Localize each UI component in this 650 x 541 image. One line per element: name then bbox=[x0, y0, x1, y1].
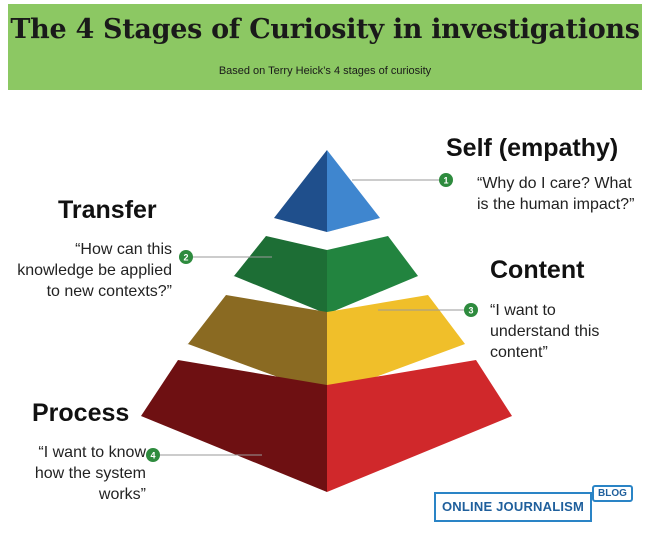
tier-3-left-face bbox=[188, 295, 327, 395]
page-subtitle: Based on Terry Heick’s 4 stages of curio… bbox=[218, 65, 432, 77]
tier-3-right-face bbox=[327, 295, 465, 395]
svg-text:2: 2 bbox=[183, 253, 188, 263]
stage-marker-3: 3 bbox=[464, 303, 478, 317]
tier-2-right-face bbox=[327, 236, 418, 314]
svg-text:3: 3 bbox=[468, 306, 473, 316]
stage-3-quote: “I want to understand this content” bbox=[490, 302, 600, 361]
stage-marker-1: 1 bbox=[439, 173, 453, 187]
header-banner: The 4 Stages of Curiosity in investigati… bbox=[8, 4, 642, 90]
tier-2-left-face bbox=[234, 236, 327, 314]
tier-4-left-face bbox=[141, 360, 327, 492]
tier-1-right-face bbox=[327, 150, 380, 232]
stage-marker-4: 4 bbox=[146, 448, 160, 462]
page-title: The 4 Stages of Curiosity in investigati… bbox=[10, 14, 640, 45]
stage-2-quote: “How can this knowledge be applied to ne… bbox=[17, 241, 172, 300]
tier-1-left-face bbox=[274, 150, 327, 232]
stage-1-quote: “Why do I care? What is the human impact… bbox=[477, 175, 635, 213]
stage-marker-2: 2 bbox=[179, 250, 193, 264]
svg-text:4: 4 bbox=[150, 451, 155, 461]
svg-text:1: 1 bbox=[443, 176, 448, 186]
stage-3-title: Content bbox=[490, 256, 585, 284]
stage-2-title: Transfer bbox=[58, 196, 157, 224]
tier-4-right-face bbox=[327, 360, 512, 492]
stage-4-title: Process bbox=[32, 399, 130, 427]
logo-blog-badge: BLOG bbox=[592, 485, 633, 502]
stage-4-quote: “I want to know how the system works” bbox=[34, 444, 146, 503]
online-journalism-logo: ONLINE JOURNALISM bbox=[434, 492, 593, 522]
stage-1-title: Self (empathy) bbox=[446, 134, 619, 162]
